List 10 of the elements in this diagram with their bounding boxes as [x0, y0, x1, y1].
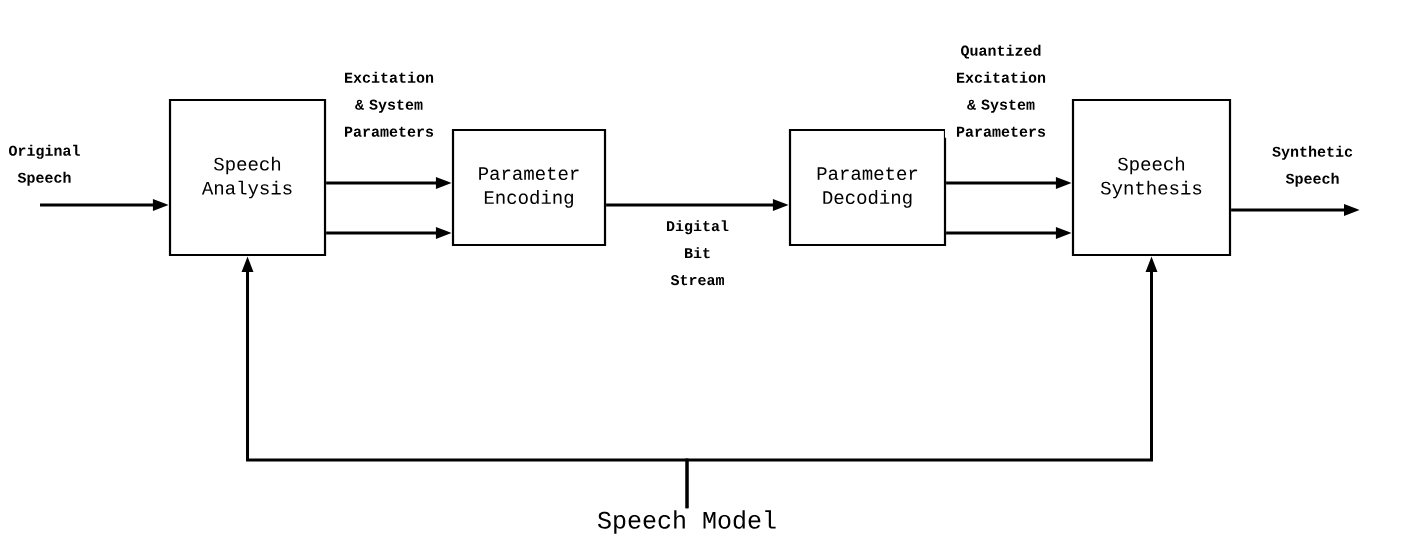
edge-label: Quantized Excitation & System Parameters [945, 43, 1057, 138]
model-label: Speech Model [597, 510, 776, 534]
edge-label: Excitation & System Parameters [333, 70, 445, 138]
process-box: Parameter Decoding [788, 128, 947, 247]
process-box: Parameter Encoding [451, 128, 607, 247]
edge-label: Synthetic Speech [1264, 144, 1362, 188]
process-box: Speech Synthesis [1071, 98, 1232, 257]
edge-label: Digital Bit Stream [659, 219, 736, 287]
edge-label: Original Speech [0, 143, 93, 187]
process-box: Speech Analysis [168, 98, 327, 257]
